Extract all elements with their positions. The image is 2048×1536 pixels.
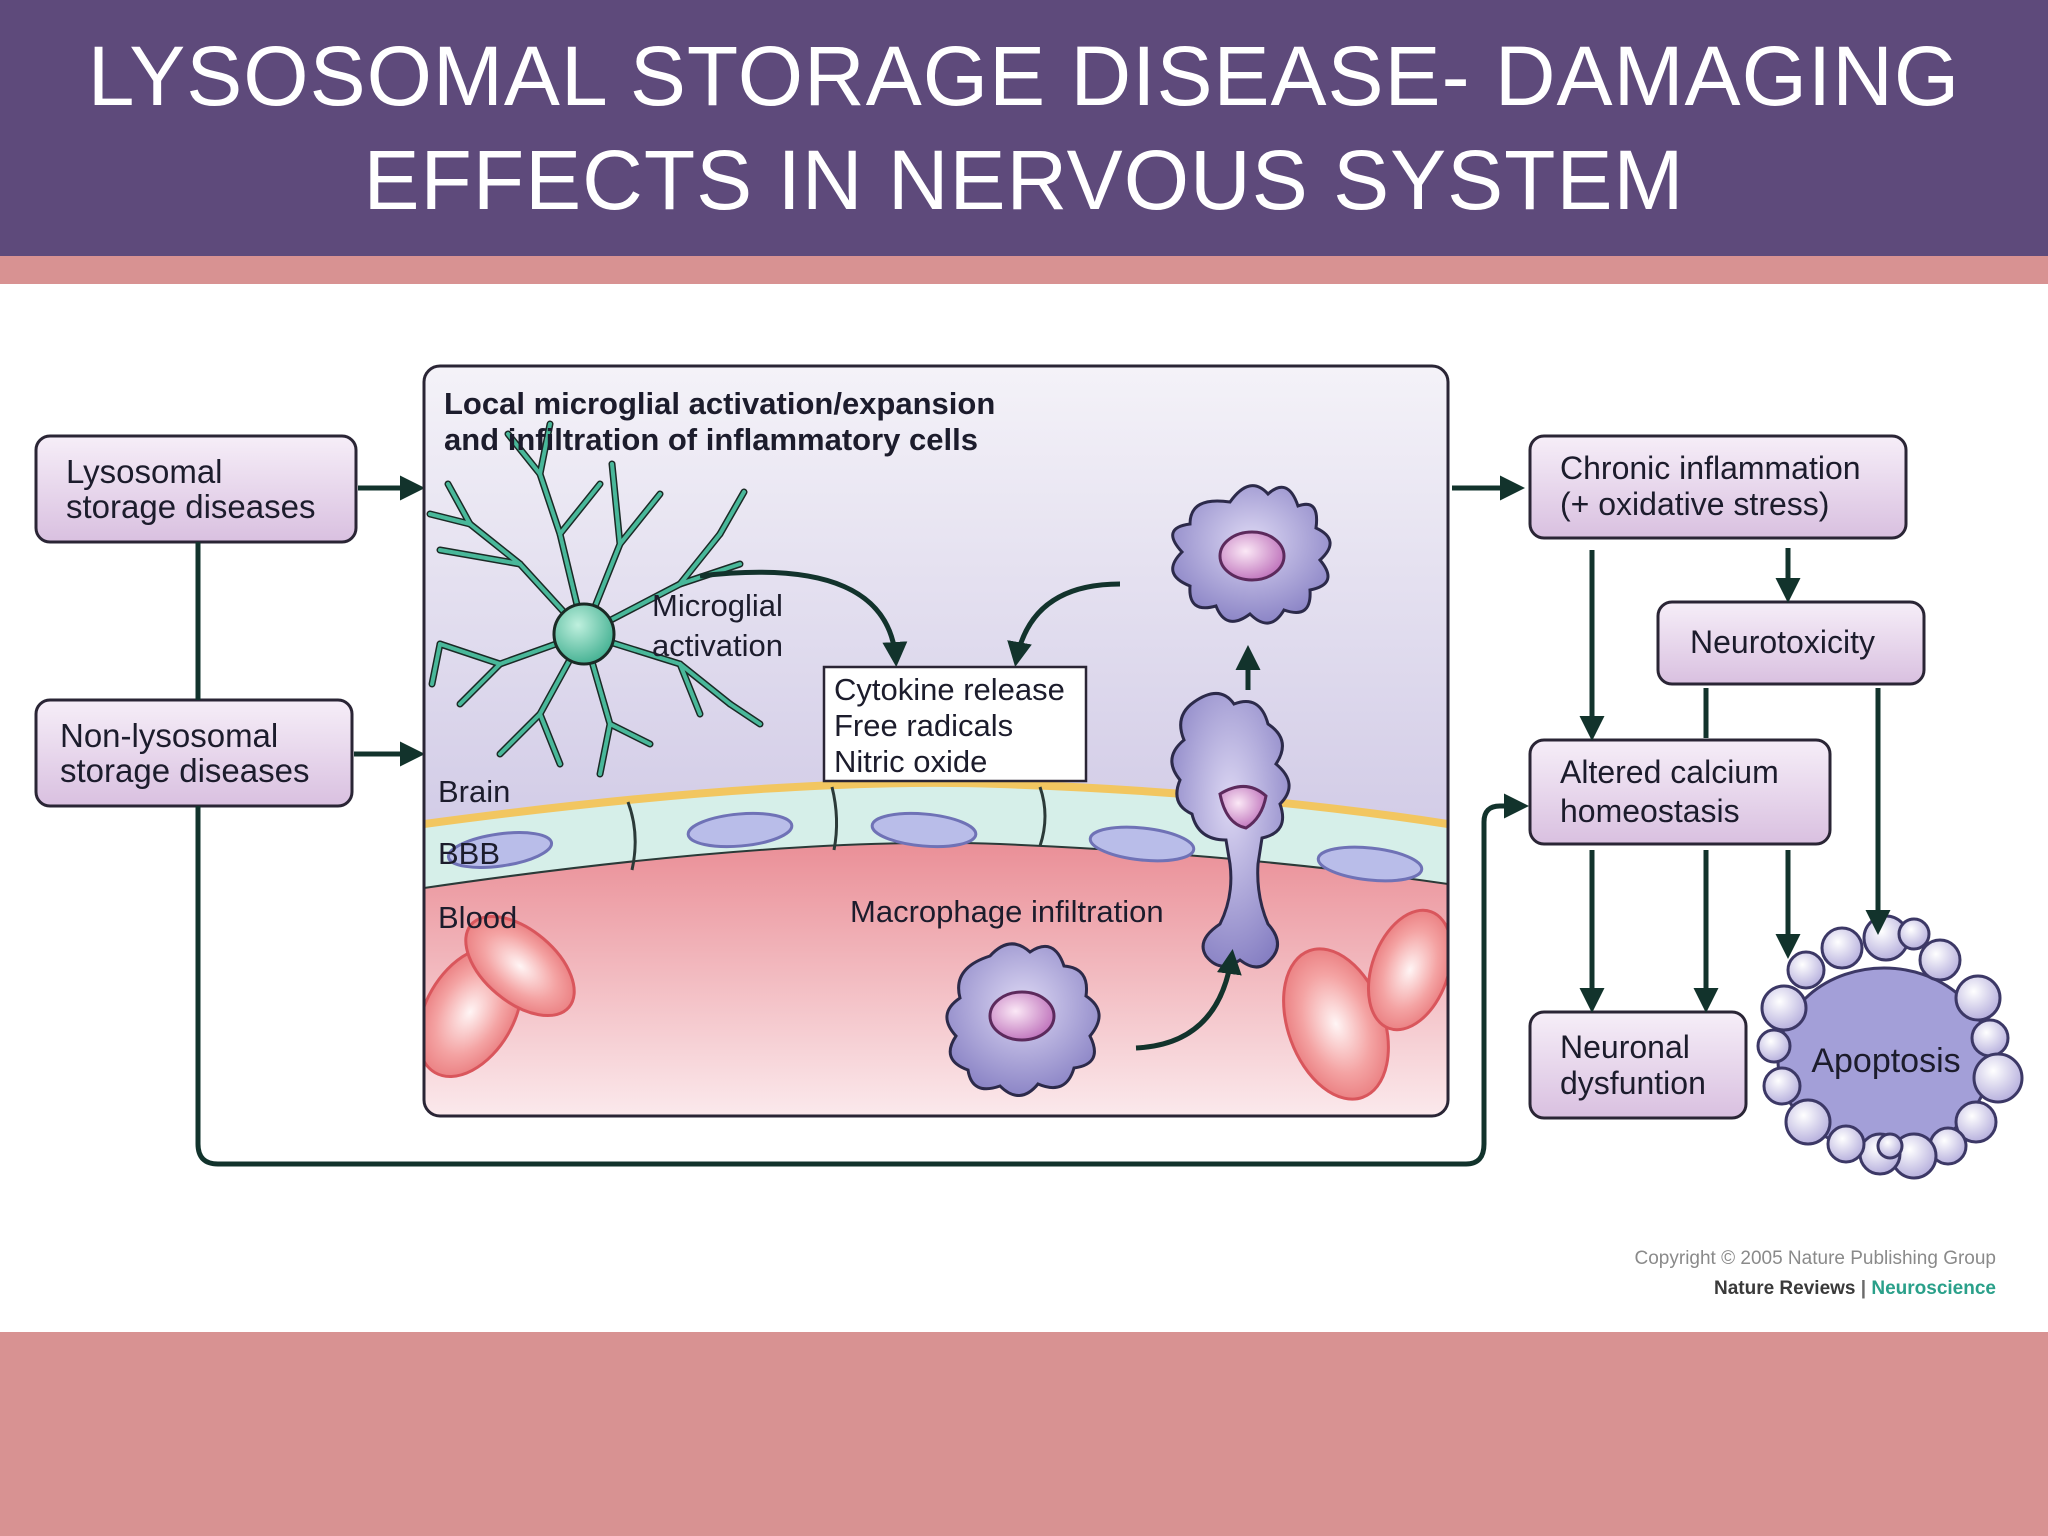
arrow-macrophage-to-release <box>1007 581 1121 667</box>
figure-credits: Copyright © 2005 Nature Publishing Group… <box>1635 1248 1996 1299</box>
calcium-line2: homeostasis <box>1560 793 1740 829</box>
release-line-cytokine: Cytokine release <box>834 672 1065 707</box>
macrophage-transmigrating <box>1170 692 1291 969</box>
slide-title-line-2: EFFECTS IN NERVOUS SYSTEM <box>363 133 1685 227</box>
journal-section: Neuroscience <box>1871 1278 1996 1299</box>
microglia-label-line2: activation <box>652 628 783 663</box>
box-lysosomal-storage: Lysosomal storage diseases <box>34 434 358 544</box>
microglia-soma <box>552 602 616 666</box>
zone-label-brain: Brain <box>438 774 510 809</box>
macrophage-blood <box>945 942 1101 1097</box>
central-panel-border <box>422 364 1450 1118</box>
slide-title-line-1: LYSOSOMAL STORAGE DISEASE- DAMAGING <box>87 29 1961 123</box>
microglia-cell <box>426 420 764 778</box>
box-neuronal-dysfunction: Neuronal dysfuntion <box>1528 1010 1748 1120</box>
endothelial-nuclei <box>446 811 1424 883</box>
box-chronic-inflammation: Chronic inflammation (+ oxidative stress… <box>1528 434 1908 540</box>
zone-label-bbb: BBB <box>438 836 500 871</box>
panel-arrows <box>699 569 1261 1051</box>
box-lysosomal-line2: storage diseases <box>66 488 315 525</box>
neuronal-line1: Neuronal <box>1560 1029 1690 1065</box>
journal-credit: Nature Reviews | Neuroscience <box>1714 1278 1996 1299</box>
box-altered-calcium: Altered calcium homeostasis <box>1528 738 1832 846</box>
box-non-lysosomal-line2: storage diseases <box>60 752 309 789</box>
calcium-line1: Altered calcium <box>1560 754 1779 790</box>
neurotoxicity-label: Neurotoxicity <box>1690 624 1875 660</box>
box-non-lysosomal-storage: Non-lysosomal storage diseases <box>34 698 354 808</box>
apoptosis-label: Apoptosis <box>1811 1042 1960 1080</box>
box-neurotoxicity: Neurotoxicity <box>1656 600 1926 686</box>
apoptosis-cell: Apoptosis <box>1756 914 2024 1180</box>
right-connectors <box>1579 548 1891 1013</box>
arrow-bottom-loop-to-calcium <box>195 793 1529 1167</box>
slide-title: LYSOSOMAL STORAGE DISEASE- DAMAGING EFFE… <box>88 24 1961 232</box>
journal-separator: | <box>1861 1278 1866 1299</box>
left-connectors <box>195 475 1529 1167</box>
arrow-blood-to-bbb <box>1135 949 1242 1051</box>
disease-diagram: Lysosomal storage diseases Non-lysosomal… <box>34 364 2024 1299</box>
release-box: Cytokine release Free radicals Nitric ox… <box>822 665 1088 783</box>
zone-label-blood: Blood <box>438 900 517 935</box>
macrophage-infiltration-label: Macrophage infiltration <box>850 894 1164 929</box>
slide-header: LYSOSOMAL STORAGE DISEASE- DAMAGING EFFE… <box>0 0 2048 256</box>
arrow-microglia-to-release <box>699 569 908 667</box>
central-panel: Cytokine release Free radicals Nitric ox… <box>422 364 1450 1118</box>
release-line-radicals: Free radicals <box>834 708 1013 743</box>
accent-stripe <box>0 256 2048 284</box>
panel-title-line1: Local microglial activation/expansion <box>444 386 995 421</box>
red-blood-cells <box>424 908 1448 1101</box>
chronic-line1: Chronic inflammation <box>1560 450 1861 486</box>
membrane <box>424 778 1448 828</box>
footer-band <box>0 1332 2048 1536</box>
figure-panel: Lysosomal storage diseases Non-lysosomal… <box>0 284 2048 1332</box>
microglia-label-line1: Microglial <box>652 588 783 623</box>
copyright-text: Copyright © 2005 Nature Publishing Group <box>1635 1248 1996 1269</box>
journal-name: Nature Reviews <box>1714 1278 1856 1299</box>
release-line-nitric-oxide: Nitric oxide <box>834 744 987 779</box>
blood-region <box>424 842 1448 1116</box>
neuronal-line2: dysfuntion <box>1560 1065 1706 1101</box>
chronic-line2: (+ oxidative stress) <box>1560 486 1829 522</box>
panel-title-line2: and infiltration of inflammatory cells <box>444 422 978 457</box>
box-lysosomal-line1: Lysosomal <box>66 453 223 490</box>
box-non-lysosomal-line1: Non-lysosomal <box>60 717 278 754</box>
macrophage-upper <box>1171 484 1332 625</box>
